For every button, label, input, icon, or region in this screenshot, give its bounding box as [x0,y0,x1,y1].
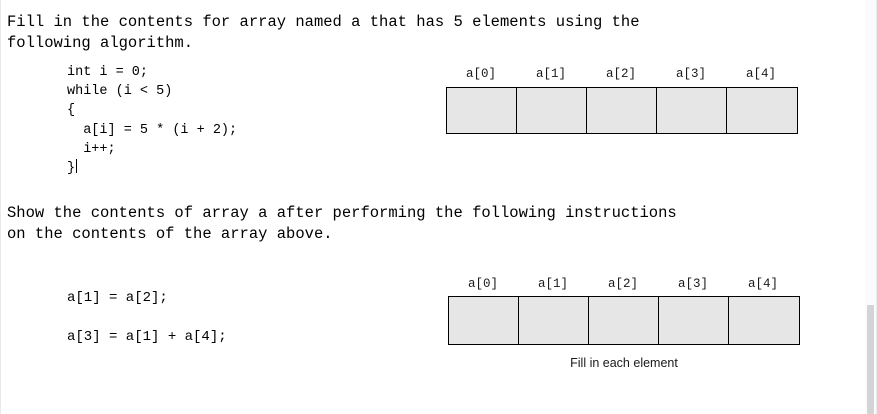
array-2-header-cell: a[0] [467,277,498,291]
array-2-header-cell: a[4] [747,277,778,291]
array-1-input-cell[interactable] [587,88,657,133]
array-table-2: a[0] a[1] a[2] a[3] a[4] Fill in each el… [448,276,800,370]
array-1-input-cell[interactable] [727,88,797,133]
array-1-input-cell[interactable] [447,88,517,133]
intro-prompt-text: Fill in the contents for array named a t… [7,13,640,52]
array-1-header-cell: a[4] [745,67,776,81]
vertical-scrollbar-thumb[interactable] [867,305,874,414]
array-1-header-cell: a[1] [535,67,566,81]
array-2-input-cell[interactable] [519,297,589,344]
array-2-cell-row [448,296,800,345]
instruction-line-1: a[1] = a[2]; [67,290,168,306]
array-1-input-cell[interactable] [517,88,587,133]
array-1-header-cell: a[0] [465,67,496,81]
vertical-scrollbar-track[interactable] [865,0,876,414]
array-1-cell-row [446,87,798,134]
show-contents-prompt-text: Show the contents of array a after perfo… [7,204,677,243]
page-left-edge [0,0,1,414]
algorithm-code-block[interactable]: int i = 0; while (i < 5) { a[i] = 5 * (i… [67,63,237,178]
text-caret [76,159,78,174]
array-1-header-cell: a[3] [675,67,706,81]
array-2-input-cell[interactable] [729,297,799,344]
array-1-header-row: a[0] a[1] a[2] a[3] a[4] [446,66,798,82]
array-2-header-row: a[0] a[1] a[2] a[3] a[4] [448,276,800,292]
instruction-line-2: a[3] = a[1] + a[4]; [67,329,227,345]
array-1-input-cell[interactable] [657,88,727,133]
array-2-header-cell: a[1] [537,277,568,291]
array-2-input-cell[interactable] [589,297,659,344]
array-2-header-cell: a[2] [607,277,638,291]
array-2-input-cell[interactable] [659,297,729,344]
array-2-input-cell[interactable] [449,297,519,344]
array-2-header-cell: a[3] [677,277,708,291]
array-table-1: a[0] a[1] a[2] a[3] a[4] [446,66,798,134]
array-1-header-cell: a[2] [605,67,636,81]
array-2-caption: Fill in each element [570,356,678,370]
algorithm-code-text: int i = 0; while (i < 5) { a[i] = 5 * (i… [67,65,238,177]
